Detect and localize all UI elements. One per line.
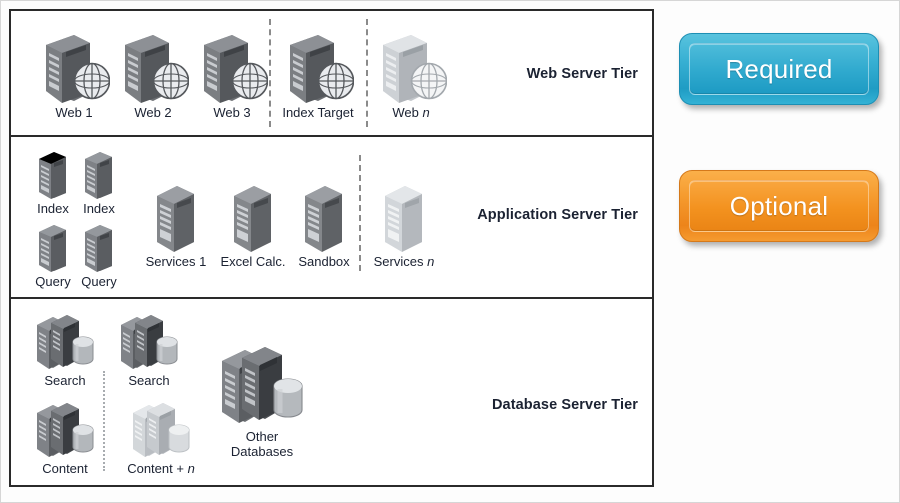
tier-web-divider-2 — [366, 19, 368, 127]
node-search-2[interactable]: Search — [111, 311, 187, 389]
node-caption: Web n — [392, 105, 430, 120]
legend-required-bevel — [689, 43, 869, 95]
node-content[interactable]: Content — [27, 399, 103, 477]
node-index-b[interactable]: Index — [73, 149, 125, 217]
node-web-3[interactable]: Web 3 — [191, 31, 273, 121]
tier-app-divider-1 — [359, 155, 361, 271]
database-server-icon — [37, 403, 94, 457]
legend-optional-label: Optional — [729, 190, 829, 221]
server-globe-icon — [290, 35, 354, 103]
node-caption: Services n — [373, 254, 435, 269]
small-server-icon — [85, 225, 112, 272]
database-server-icon — [37, 315, 94, 369]
small-server-icon — [39, 152, 66, 199]
database-server-icon — [121, 315, 178, 369]
server-globe-icon — [125, 35, 189, 103]
node-caption: Index Target — [282, 105, 354, 120]
node-web-1[interactable]: Web 1 — [33, 31, 115, 121]
tier-db-divider-1 — [103, 371, 105, 471]
server-tower-icon — [234, 186, 271, 252]
farm-topology-diagram: Web 1 — [9, 9, 654, 487]
node-caption: Query — [35, 274, 71, 289]
node-sandbox[interactable]: Sandbox — [292, 182, 356, 270]
tier-web-divider-1 — [269, 19, 271, 127]
node-services-n[interactable]: Services n — [367, 182, 441, 270]
small-server-icon — [39, 225, 66, 272]
node-query-a[interactable]: Query — [27, 222, 79, 290]
legend-required-button[interactable]: Required — [679, 33, 879, 105]
node-caption: Web 1 — [55, 105, 93, 120]
node-caption: Search — [128, 373, 170, 388]
node-services-1[interactable]: Services 1 — [141, 182, 211, 270]
server-tower-icon — [305, 186, 342, 252]
tier-application-server: Index Index — [11, 137, 652, 299]
tier-label-web: Web Server Tier — [526, 66, 638, 82]
node-caption: Content — [42, 461, 88, 476]
server-globe-icon — [204, 35, 268, 103]
node-caption: Excel Calc. — [220, 254, 286, 269]
database-server-icon — [133, 403, 190, 457]
node-index-a[interactable]: Index — [27, 149, 79, 217]
server-globe-icon — [383, 35, 447, 103]
legend-optional-button[interactable]: Optional — [679, 170, 879, 242]
node-caption: Search — [44, 373, 86, 388]
node-content-plus-n[interactable]: Content + n — [111, 399, 211, 477]
legend-required-label: Required — [725, 53, 833, 84]
server-globe-icon — [46, 35, 110, 103]
node-caption: Content + n — [127, 461, 195, 476]
node-caption: Index — [37, 201, 69, 216]
node-caption: Sandbox — [298, 254, 350, 269]
node-caption: Services 1 — [145, 254, 207, 269]
database-server-large-icon — [222, 347, 303, 423]
tier-database-server: Search — [11, 299, 652, 485]
node-excel-calc[interactable]: Excel Calc. — [216, 182, 290, 270]
node-query-b[interactable]: Query — [73, 222, 125, 290]
node-search-1[interactable]: Search — [27, 311, 103, 389]
node-caption: Index — [83, 201, 115, 216]
legend-optional-bevel — [689, 180, 869, 232]
tier-label-db: Database Server Tier — [491, 397, 638, 413]
node-index-target[interactable]: Index Target — [275, 31, 361, 121]
node-caption: Web 2 — [134, 105, 172, 120]
node-web-2[interactable]: Web 2 — [112, 31, 194, 121]
server-tower-icon — [385, 186, 422, 252]
tier-label-app: Application Server Tier — [477, 207, 638, 223]
server-tower-icon — [157, 186, 194, 252]
node-caption: Query — [81, 274, 117, 289]
tier-web-server: Web 1 — [11, 11, 652, 137]
node-caption: Web 3 — [213, 105, 251, 120]
node-web-n[interactable]: Web n — [370, 31, 452, 121]
small-server-icon — [85, 152, 112, 199]
